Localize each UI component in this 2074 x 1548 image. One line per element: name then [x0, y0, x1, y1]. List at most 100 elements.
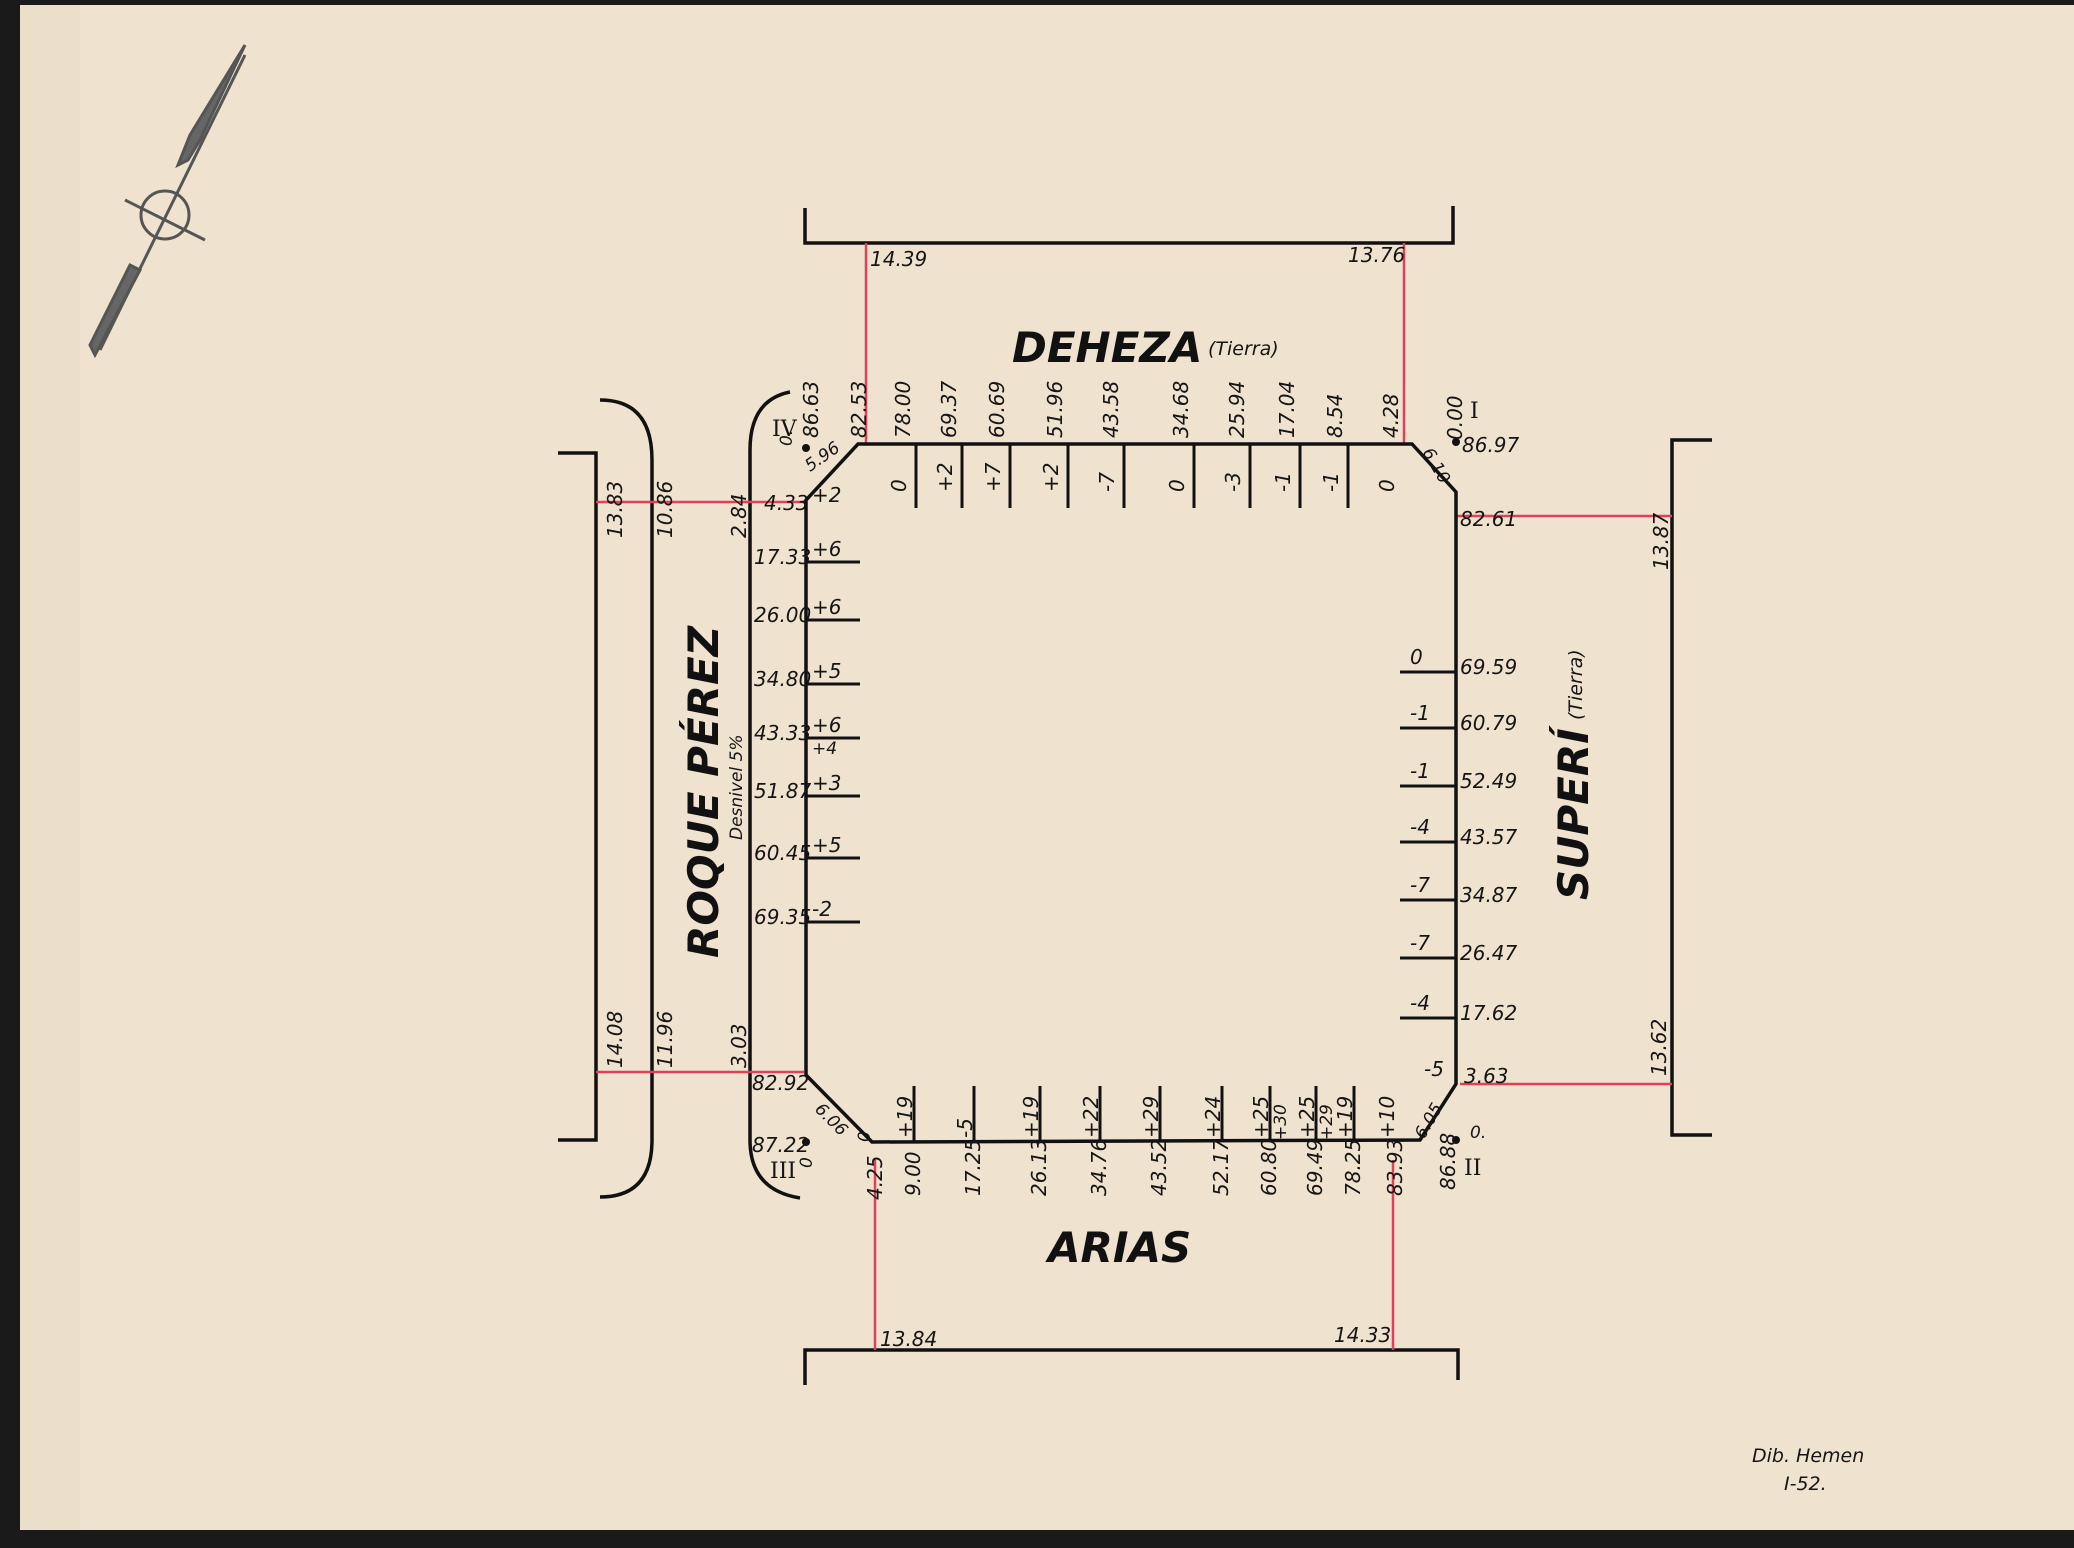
bottom-station-dist: 34.76	[1087, 1139, 1111, 1196]
c4-b: 0.	[777, 430, 797, 446]
offset-left-bot-inner: 3.03	[727, 1023, 751, 1068]
signature-line1: Dib. Hemen	[1752, 1445, 1864, 1467]
bottom-station-dist: 83.93	[1383, 1139, 1407, 1196]
street-name-top: DEHEZA	[1012, 323, 1202, 372]
right-station-level: -7	[1410, 931, 1430, 955]
bottom-station-level: +24	[1201, 1096, 1225, 1138]
top-station-dist: 17.04	[1275, 381, 1299, 438]
corner-label-iv: IV	[772, 417, 798, 442]
top-station-level: 0	[1375, 479, 1399, 492]
bottom-station-level2: +30	[1271, 1104, 1291, 1140]
paper-sheet	[20, 5, 2074, 1530]
c2-end: 3.63	[1464, 1064, 1509, 1088]
bottom-station-dist: 9.00	[901, 1151, 925, 1196]
right-station-dist: 17.62	[1460, 1001, 1517, 1025]
right-station-level: -4	[1410, 991, 1430, 1015]
left-station-level: +6	[812, 537, 841, 561]
top-station-level: 0	[1165, 479, 1189, 492]
left-station-level: +3	[812, 771, 841, 795]
left-station-dist: 60.45	[754, 841, 811, 865]
corner-label-i: I	[1470, 399, 1479, 424]
bottom-station-dist: 69.49	[1303, 1139, 1327, 1196]
left-station-level: -2	[812, 897, 832, 921]
bottom-station-level: +19	[1333, 1096, 1357, 1138]
c2-b: 0.	[1470, 1123, 1486, 1143]
c3-left: 82.92	[752, 1071, 809, 1095]
bottom-station-level: -5	[953, 1118, 977, 1138]
left-station-dist: 17.33	[754, 545, 811, 569]
right-station-dist: 60.79	[1460, 711, 1517, 735]
bottom-station-level: +19	[893, 1096, 917, 1138]
corner-dots	[802, 438, 1460, 1146]
right-station-dist: 69.59	[1460, 655, 1517, 679]
street-brackets	[558, 206, 1712, 1385]
corner-label-iii: III	[770, 1159, 796, 1184]
offset-left-top-mid: 10.86	[653, 481, 677, 538]
right-station-level: -5	[1424, 1057, 1444, 1081]
top-station-level: 0	[887, 479, 911, 492]
left-station-dist: 43.33	[754, 721, 811, 745]
corner-label-ii: II	[1464, 1156, 1481, 1181]
c3-a: 87.22	[752, 1133, 809, 1157]
left-station-level: +2	[812, 483, 841, 507]
bottom-station-level: +25	[1249, 1096, 1273, 1138]
offset-left-top-inner: 2.84	[727, 493, 751, 538]
street-note-right: (Tierra)	[1565, 649, 1587, 720]
right-station-level: -7	[1410, 873, 1430, 897]
c4-a: 86.63	[799, 381, 823, 438]
c3-end: 4.25	[863, 1155, 887, 1200]
c2-a: 86.88	[1436, 1133, 1460, 1190]
top-station-level: -1	[1319, 472, 1343, 492]
signature-line2: I-52.	[1784, 1473, 1827, 1495]
top-station-level: +7	[981, 462, 1005, 492]
right-station-level: 0	[1410, 645, 1423, 669]
top-station-level: -7	[1095, 472, 1119, 492]
bottom-station-dist: 78.25	[1341, 1139, 1365, 1196]
left-station-level: +5	[812, 833, 841, 857]
right-station-level: -4	[1410, 815, 1430, 839]
bottom-station-level: 0	[855, 1131, 875, 1142]
offset-bottom-left: 13.84	[880, 1327, 937, 1351]
left-station-level: +5	[812, 659, 841, 683]
bottom-station-level: +10	[1375, 1096, 1399, 1138]
top-station-level: -1	[1271, 472, 1295, 492]
left-station-dist: 4.33	[764, 491, 809, 515]
bottom-station-level: +19	[1019, 1096, 1043, 1138]
station-labels: 78.00069.37+260.69+751.96+243.58-734.680…	[754, 380, 1518, 1196]
top-station-dist: 34.68	[1169, 381, 1193, 438]
block-outline	[804, 442, 1458, 1144]
north-arrow-icon	[88, 44, 247, 359]
c4-end: 82.53	[847, 381, 871, 438]
offset-top-left: 14.39	[870, 247, 927, 271]
top-station-level: +2	[1039, 463, 1063, 492]
top-station-dist: 4.28	[1379, 393, 1403, 438]
offset-right-top: 13.87	[1649, 512, 1673, 570]
right-station-dist: 52.49	[1460, 769, 1517, 793]
street-name-left: ROQUE PÉREZ	[678, 624, 728, 958]
street-name-right: SUPERÍ	[1548, 725, 1598, 900]
left-station-dist: 69.35	[754, 905, 811, 929]
top-station-dist: 78.00	[891, 381, 915, 438]
left-station-dist: 51.87	[754, 779, 812, 803]
offset-top-right: 13.76	[1348, 243, 1405, 267]
offset-bottom-right: 14.33	[1334, 1323, 1391, 1347]
street-note-left: Desnivel 5%	[727, 734, 747, 840]
top-station-dist: 60.69	[985, 381, 1009, 438]
right-station-dist: 34.87	[1460, 883, 1518, 907]
top-station-level: -3	[1221, 472, 1245, 492]
left-station-dist: 34.80	[754, 667, 811, 691]
bottom-station-level: +29	[1139, 1096, 1163, 1138]
bottom-station-level: +22	[1079, 1096, 1103, 1138]
c1-b: 86.97	[1462, 433, 1520, 457]
left-station-level: +6	[812, 595, 841, 619]
station-ticks	[806, 444, 1456, 1142]
offset-left-bot-mid: 11.96	[653, 1011, 677, 1068]
top-station-dist: 69.37	[937, 380, 961, 438]
top-station-dist: 43.58	[1099, 381, 1123, 438]
offset-left-top-outer: 13.83	[603, 481, 627, 538]
bottom-station-dist: 52.17	[1209, 1138, 1233, 1196]
left-station-level2: +4	[812, 739, 837, 759]
bottom-station-level2: +29	[1317, 1104, 1337, 1140]
street-note-top: (Tierra)	[1208, 338, 1279, 360]
